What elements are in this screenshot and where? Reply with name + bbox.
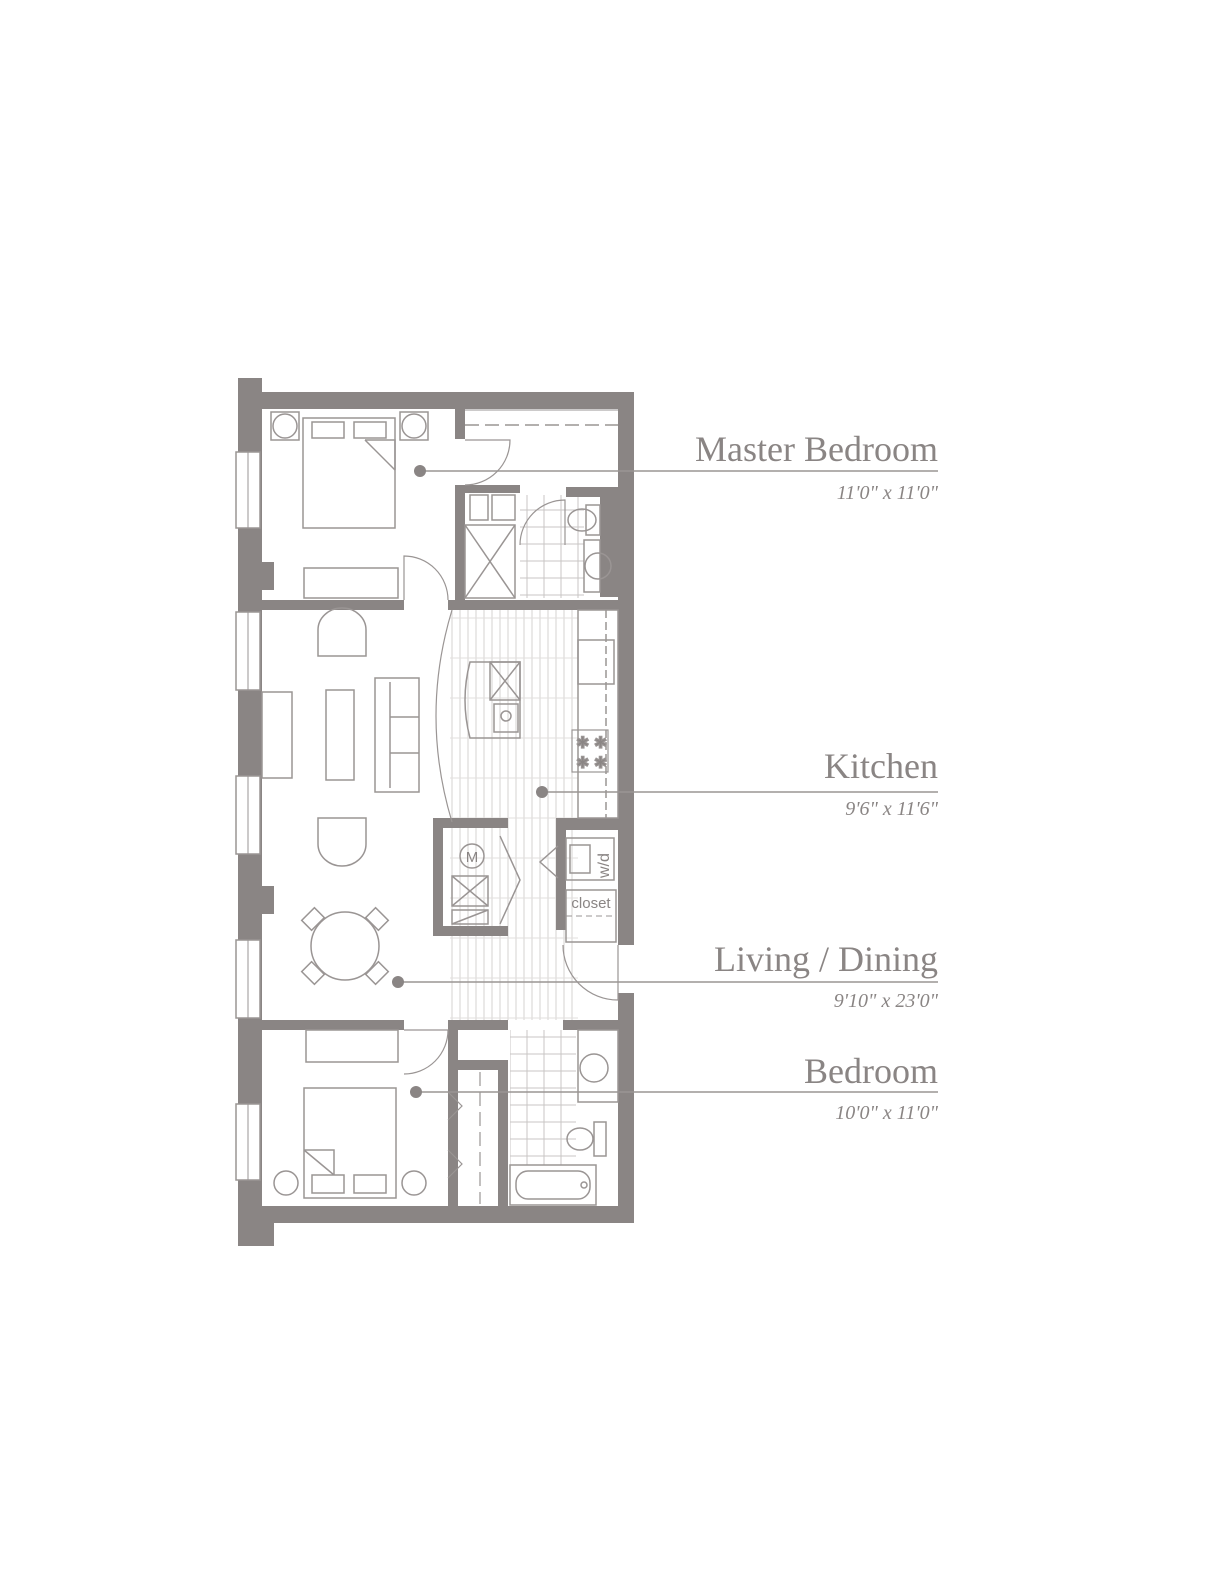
sink-icon — [583, 539, 612, 593]
nightstand-lamp — [270, 411, 429, 441]
room-name-master-bedroom: Master Bedroom — [695, 429, 938, 469]
bed-icon — [302, 417, 396, 529]
room-name-bedroom: Bedroom — [804, 1051, 938, 1091]
room-name-kitchen: Kitchen — [824, 746, 938, 786]
washer-dryer — [538, 837, 615, 881]
closet-label: closet — [571, 895, 611, 912]
media-console — [261, 691, 293, 779]
bathtub-icon — [509, 1164, 597, 1206]
shower-icon — [464, 494, 516, 599]
room-dimensions-kitchen: 9'6" x 11'6" — [845, 798, 938, 820]
washer-dryer-label: w/d — [596, 853, 613, 879]
room-dimensions-bedroom: 10'0" x 11'0" — [835, 1102, 938, 1124]
stove-icon: ✱ ✱ ✱ ✱ — [571, 729, 609, 773]
sofa-icon — [374, 677, 420, 793]
leader-dots — [392, 465, 548, 1098]
sink-icon — [577, 1029, 619, 1103]
room-name-living-dining: Living / Dining — [714, 939, 938, 979]
room-dimensions-living-dining: 9'10" x 23'0" — [833, 990, 938, 1012]
kitchen-island — [464, 661, 521, 739]
dresser — [303, 567, 399, 599]
kitchen-floor — [450, 610, 578, 1020]
armchair-icon — [317, 607, 367, 867]
room-dimensions-master-bedroom: 11'0" x 11'0" — [836, 482, 938, 504]
toilet-icon — [566, 1121, 607, 1157]
dresser — [305, 1029, 399, 1063]
interior-walls — [262, 409, 618, 1206]
toilet-icon — [567, 504, 601, 536]
mechanical-label: M — [466, 849, 479, 866]
bed-icon — [303, 1087, 397, 1199]
leader-lines — [398, 470, 938, 1093]
coffee-table — [325, 689, 355, 781]
counter-arc — [435, 609, 453, 823]
nightstand-lamp — [273, 1170, 427, 1196]
svg-text:✱ ✱: ✱ ✱ — [576, 735, 607, 752]
door-swing-icon — [403, 439, 619, 1075]
closet-bifold-door — [447, 1072, 481, 1204]
dining-table-icon — [300, 906, 390, 986]
kitchen-counter — [577, 609, 619, 819]
bath-floor — [510, 1030, 576, 1165]
svg-text:✱ ✱: ✱ ✱ — [576, 755, 607, 772]
mechanical-closet — [451, 835, 521, 925]
